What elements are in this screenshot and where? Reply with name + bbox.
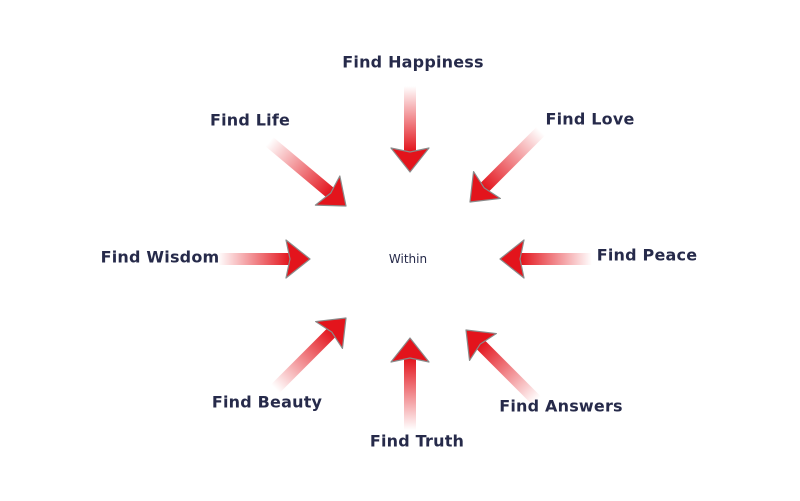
label-find-life: Find Life — [209, 110, 291, 130]
label-find-love: Find Love — [545, 109, 635, 129]
arrow-wisdom — [218, 239, 311, 279]
label-find-peace: Find Peace — [596, 245, 698, 265]
label-find-truth: Find Truth — [369, 431, 465, 451]
arrow-love — [469, 127, 545, 203]
arrow-peace — [499, 239, 592, 279]
arrow-happiness — [390, 86, 430, 173]
arrow-beauty — [271, 317, 347, 393]
arrow-truth — [390, 337, 430, 430]
arrow-answers — [465, 329, 541, 405]
label-find-answers: Find Answers — [499, 396, 623, 416]
arrow-life — [265, 137, 347, 207]
label-find-beauty: Find Beauty — [211, 392, 323, 412]
center-label: Within — [388, 252, 428, 266]
label-find-wisdom: Find Wisdom — [100, 247, 220, 267]
label-find-happiness: Find Happiness — [342, 52, 484, 72]
